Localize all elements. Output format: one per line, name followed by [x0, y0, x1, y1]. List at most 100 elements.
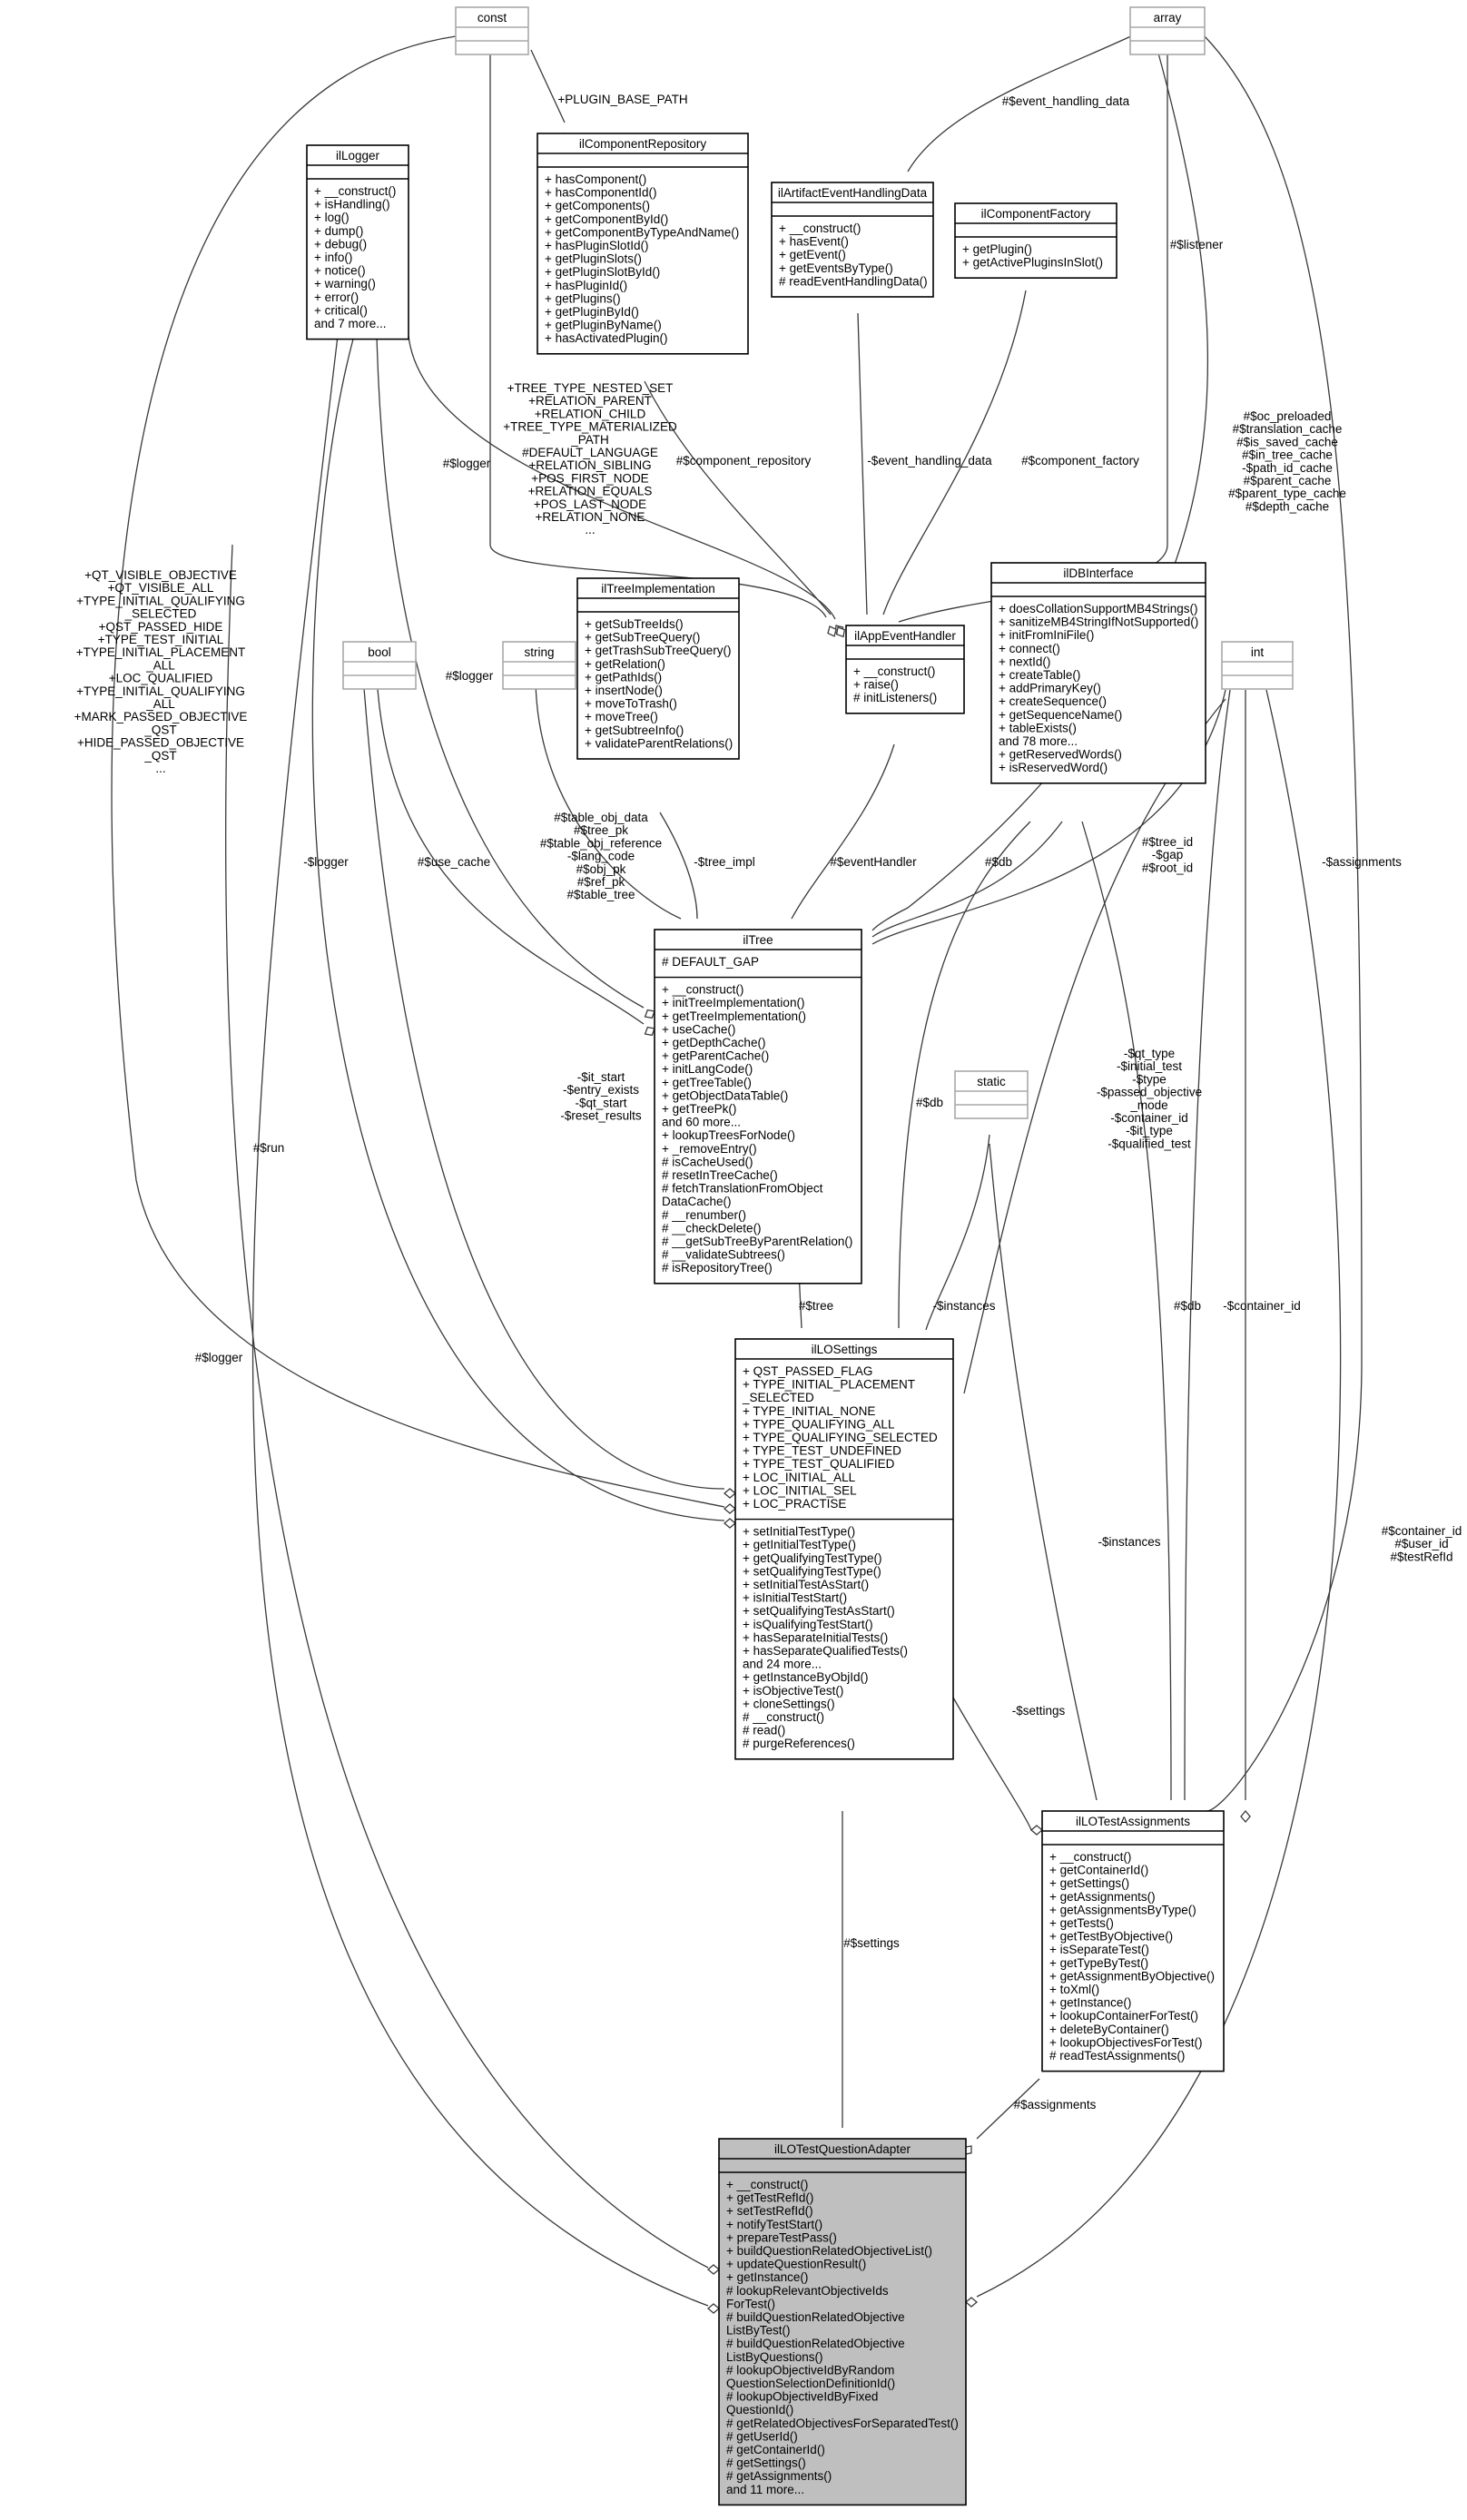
edges-layer: [111, 34, 1363, 2314]
class-method: # isCacheUsed(): [662, 1155, 753, 1168]
class-method: # getAssignments(): [726, 2469, 832, 2483]
class-method: + hasPluginSlotId(): [545, 239, 648, 252]
svg-text:#$in_tree_cache: #$in_tree_cache: [1242, 448, 1333, 462]
class-illotestassignments[interactable]: ilLOTestAssignments+ __construct()+ getC…: [1041, 1810, 1225, 2072]
class-method: + getDepthCache(): [662, 1036, 765, 1049]
class-method: + lookupObjectivesForTest(): [1049, 2035, 1202, 2049]
class-method: # purgeReferences(): [743, 1737, 855, 1750]
svg-text:-$tree_impl: -$tree_impl: [694, 855, 755, 869]
class-method: and 78 more...: [999, 734, 1078, 748]
class-array[interactable]: array: [1129, 6, 1206, 55]
class-const[interactable]: const: [455, 6, 529, 55]
svg-text:+RELATION_SIBLING: +RELATION_SIBLING: [528, 458, 651, 472]
svg-text:+TYPE_INITIAL_PLACEMENT: +TYPE_INITIAL_PLACEMENT: [76, 645, 245, 659]
edge-int-assign2: [1179, 689, 1231, 1824]
class-method: + critical(): [314, 303, 368, 317]
svg-text:+POS_FIRST_NODE: +POS_FIRST_NODE: [531, 471, 648, 485]
label-adapter-ints: #$container_id#$user_id#$testRefId: [1382, 1524, 1462, 1563]
class-box: [845, 625, 965, 714]
class-name: ilComponentRepository: [579, 137, 707, 151]
class-int[interactable]: int: [1221, 641, 1294, 690]
class-method: + hasSeparateInitialTests(): [743, 1630, 888, 1644]
class-illotestquestionadapter[interactable]: ilLOTestQuestionAdapter+ __construct()+ …: [718, 2138, 967, 2506]
svg-text:+TYPE_INITIAL_QUALIFYING: +TYPE_INITIAL_QUALIFYING: [76, 684, 245, 698]
class-illosettings[interactable]: ilLOSettings+ QST_PASSED_FLAG+ TYPE_INIT…: [734, 1338, 954, 1760]
class-method: ListByQuestions(): [726, 2350, 823, 2364]
edge-artifact-appevent: [857, 312, 872, 638]
label-tree-impl: -$tree_impl: [694, 855, 755, 869]
svg-text:_SELECTED: _SELECTED: [124, 607, 197, 621]
label-settings-adapter: #$settings: [843, 1936, 900, 1950]
edge-settings-assign: [952, 1697, 1044, 1836]
svg-text:#$component_factory: #$component_factory: [1021, 454, 1139, 468]
class-method: + tableExists(): [999, 721, 1077, 734]
class-iltreeimplementation[interactable]: ilTreeImplementation+ getSubTreeIds()+ g…: [576, 577, 740, 760]
class-attribute: + QST_PASSED_FLAG: [743, 1364, 872, 1378]
class-attribute: + TYPE_INITIAL_PLACEMENT: [743, 1378, 915, 1392]
label-settings-constants: +QT_VISIBLE_OBJECTIVE+QT_VISIBLE_ALL+TYP…: [74, 568, 248, 775]
class-method: + _removeEntry(): [662, 1142, 757, 1156]
svg-text:+RELATION_NONE: +RELATION_NONE: [536, 510, 645, 524]
svg-text:...: ...: [155, 762, 165, 775]
svg-text:-$it_start: -$it_start: [577, 1070, 625, 1084]
class-box: [990, 562, 1206, 784]
svg-text:#$parent_cache: #$parent_cache: [1244, 474, 1332, 487]
class-string[interactable]: string: [502, 641, 576, 690]
label-tree-constants: +TREE_TYPE_NESTED_SET+RELATION_PARENT+RE…: [503, 381, 677, 536]
svg-text:+RELATION_EQUALS: +RELATION_EQUALS: [528, 485, 653, 498]
class-method: + addPrimaryKey(): [999, 682, 1101, 695]
class-method: + dump(): [314, 224, 363, 238]
class-method: + hasPluginId(): [545, 279, 627, 292]
svg-text:+TYPE_TEST_INITIAL: +TYPE_TEST_INITIAL: [98, 633, 224, 646]
class-bool[interactable]: bool: [342, 641, 417, 690]
class-method: + sanitizeMB4StringIfNotSupported(): [999, 615, 1198, 629]
class-method: + getEventsByType(): [779, 261, 893, 275]
label-instances-settings: -$instances: [932, 1299, 995, 1313]
class-method: + buildQuestionRelatedObjectiveList(): [726, 2244, 932, 2258]
class-box: [734, 1338, 954, 1760]
edge-assign-adapter: [963, 2078, 1040, 2155]
class-method: # __getSubTreeByParentRelation(): [662, 1235, 852, 1248]
class-method: + getTreeImplementation(): [662, 1009, 806, 1023]
class-name: array: [1154, 11, 1182, 25]
class-method: ListByTest(): [726, 2324, 791, 2338]
class-method: # isRepositoryTree(): [662, 1261, 773, 1275]
class-ilcomponentfactory[interactable]: ilComponentFactory+ getPlugin()+ getActi…: [954, 202, 1117, 279]
class-method: + isHandling(): [314, 198, 390, 212]
class-attribute: + TYPE_TEST_QUALIFIED: [743, 1457, 895, 1471]
svg-text:#$root_id: #$root_id: [1142, 861, 1193, 874]
edge-impl-tree: [659, 812, 703, 942]
class-method: + cloneSettings(): [743, 1697, 835, 1710]
svg-text:+RELATION_PARENT: +RELATION_PARENT: [528, 394, 652, 408]
class-name: ilAppEventHandler: [854, 629, 956, 643]
class-method: + getSubtreeInfo(): [585, 724, 684, 737]
svg-text:-$type: -$type: [1132, 1072, 1167, 1086]
class-method: + moveTree(): [585, 710, 658, 724]
edge-logger-appevent: [408, 335, 846, 638]
svg-text:#$db: #$db: [916, 1096, 943, 1109]
edge-int-assign: [1240, 690, 1251, 1824]
class-method: + hasComponent(): [545, 172, 646, 186]
class-ilappeventhandler[interactable]: ilAppEventHandler+ __construct()+ raise(…: [845, 625, 965, 714]
svg-text:#$listener: #$listener: [1170, 238, 1224, 251]
label-settings-assign: -$settings: [1012, 1704, 1066, 1718]
class-illogger[interactable]: ilLogger+ __construct()+ isHandling()+ l…: [306, 144, 409, 340]
svg-text:#$db: #$db: [1174, 1299, 1201, 1313]
class-method: + notice(): [314, 264, 366, 278]
class-ilartifacteventhandlingdata[interactable]: ilArtifactEventHandlingData+ __construct…: [771, 182, 934, 298]
edge-static-settings: [917, 1134, 990, 1351]
class-iltree[interactable]: ilTree# DEFAULT_GAP+ __construct()+ init…: [654, 929, 862, 1285]
svg-text:_QST: _QST: [143, 723, 176, 736]
label-run: #$run: [253, 1141, 285, 1155]
label-settings-bools: -$it_start-$entry_exists-$qt_start-$rese…: [560, 1070, 642, 1123]
class-static[interactable]: static: [954, 1070, 1029, 1119]
class-ildbinterface[interactable]: ilDBInterface+ doesCollationSupportMB4St…: [990, 562, 1206, 784]
class-ilcomponentrepository[interactable]: ilComponentRepository + hasComponent() + h…: [537, 133, 749, 355]
svg-text:#$logger: #$logger: [195, 1351, 243, 1364]
class-method: + getInstance(): [1049, 1996, 1131, 2010]
class-method: QuestionSelectionDefinitionId(): [726, 2377, 895, 2390]
svg-text:_mode: _mode: [1129, 1098, 1167, 1112]
svg-text:+LOC_QUALIFIED: +LOC_QUALIFIED: [109, 672, 213, 685]
class-method: + getPlugins(): [545, 291, 621, 305]
class-method: + getAssignmentsByType(): [1049, 1903, 1196, 1916]
